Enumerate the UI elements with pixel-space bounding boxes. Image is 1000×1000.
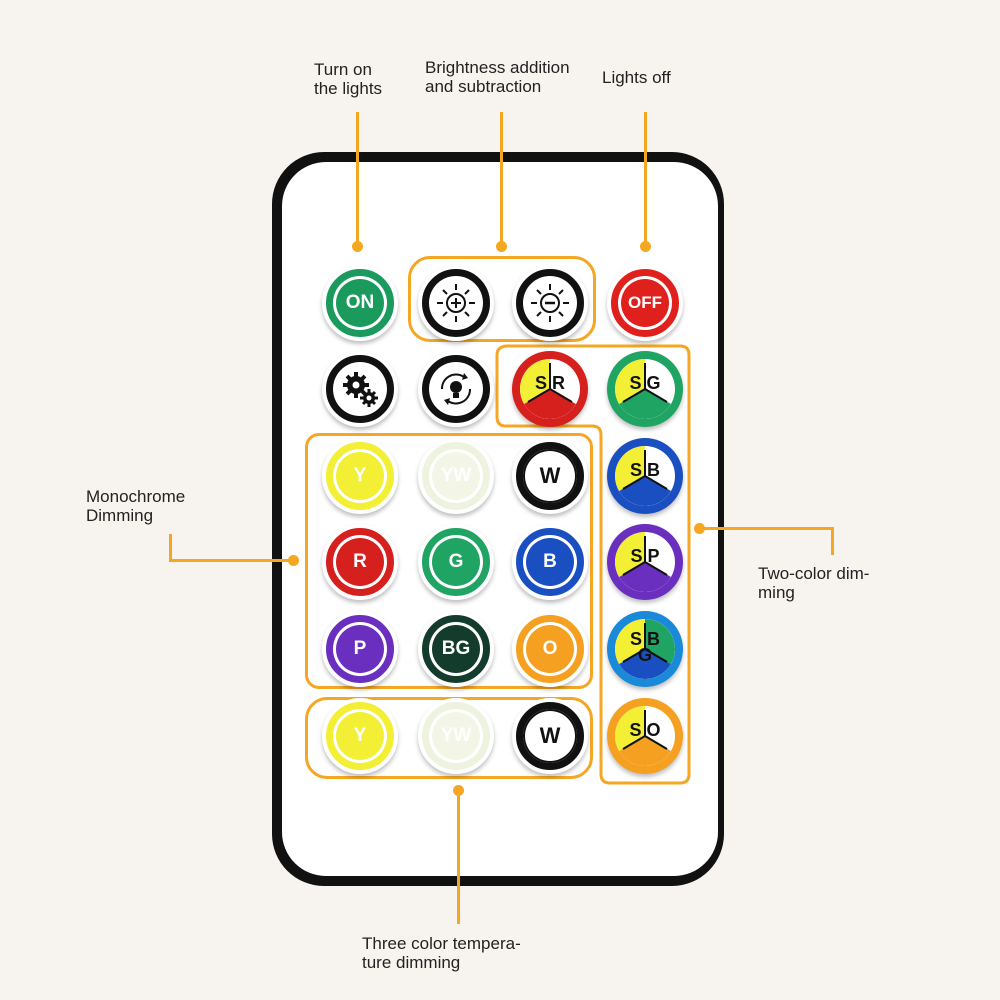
warm-white-temp-button-label: YW bbox=[440, 725, 472, 746]
sg-g-label: G bbox=[646, 372, 661, 393]
three-color-callout-line bbox=[457, 792, 460, 924]
sun-plus-icon bbox=[429, 276, 483, 330]
sg-button[interactable]: S G bbox=[607, 351, 683, 427]
turn-on-label: Turn on the lights bbox=[314, 60, 383, 98]
three-color-label: Three color tempera- ture dimming bbox=[362, 934, 521, 972]
sb-button[interactable]: S B bbox=[607, 438, 683, 514]
sg-s-label: S bbox=[629, 372, 642, 393]
off-button[interactable]: OFF bbox=[607, 265, 683, 341]
brightness-down-button[interactable] bbox=[512, 265, 588, 341]
yellow-button-label: Y bbox=[353, 465, 367, 486]
mode-button[interactable] bbox=[418, 351, 494, 427]
sr-button[interactable]: S R bbox=[512, 351, 588, 427]
blue-green-button[interactable]: BG bbox=[418, 611, 494, 687]
so-o-label: O bbox=[646, 719, 661, 740]
yellow-temp-button[interactable]: Y bbox=[322, 698, 398, 774]
brightness-up-button[interactable] bbox=[418, 265, 494, 341]
warm-white-temp-button[interactable]: YW bbox=[418, 698, 494, 774]
warm-white-button-label: YW bbox=[440, 465, 472, 486]
blue-button[interactable]: B bbox=[512, 524, 588, 600]
lights-off-callout-dot bbox=[640, 241, 651, 252]
two-color-callout-dot bbox=[694, 523, 705, 534]
purple-button[interactable]: P bbox=[322, 611, 398, 687]
monochrome-callout-hline bbox=[169, 559, 295, 562]
two-color-callout-vline bbox=[831, 527, 834, 555]
two-color-callout-hline bbox=[700, 527, 834, 530]
sb-b-label: B bbox=[647, 459, 661, 480]
orange-button-label: O bbox=[542, 638, 558, 659]
monochrome-label: Monochrome Dimming bbox=[86, 487, 186, 525]
sbg-g-label: G bbox=[637, 645, 652, 665]
brightness-callout-line bbox=[500, 112, 503, 244]
two-color-label: Two-color dim- ming bbox=[758, 564, 870, 602]
green-button-label: G bbox=[448, 551, 464, 572]
on-button[interactable]: ON bbox=[322, 265, 398, 341]
white-temp-button[interactable]: W bbox=[512, 698, 588, 774]
blue-button-label: B bbox=[543, 551, 557, 572]
sb-s-label: S bbox=[629, 459, 642, 480]
bulb-cycle-icon bbox=[429, 362, 483, 416]
so-button[interactable]: S O bbox=[607, 698, 683, 774]
yellow-temp-button-label: Y bbox=[353, 725, 367, 746]
orange-button[interactable]: O bbox=[512, 611, 588, 687]
monochrome-callout-vline bbox=[169, 534, 172, 562]
brightness-label: Brightness addition and subtraction bbox=[425, 58, 570, 96]
on-button-label: ON bbox=[345, 292, 375, 313]
three-color-callout-dot bbox=[453, 785, 464, 796]
sp-p-label: P bbox=[647, 545, 660, 566]
yellow-button[interactable]: Y bbox=[322, 438, 398, 514]
off-button-label: OFF bbox=[628, 293, 662, 312]
so-s-label: S bbox=[629, 719, 642, 740]
lights-off-label: Lights off bbox=[602, 68, 671, 87]
white-temp-button-label: W bbox=[539, 723, 561, 748]
monochrome-callout-dot bbox=[288, 555, 299, 566]
sp-s-label: S bbox=[630, 545, 643, 566]
white-button-label: W bbox=[539, 463, 561, 488]
turn-on-callout-dot bbox=[352, 241, 363, 252]
green-button[interactable]: G bbox=[418, 524, 494, 600]
brightness-callout-dot bbox=[496, 241, 507, 252]
blue-green-button-label: BG bbox=[441, 638, 471, 659]
sun-minus-icon bbox=[523, 276, 577, 330]
turn-on-callout-line bbox=[356, 112, 359, 244]
warm-white-button[interactable]: YW bbox=[418, 438, 494, 514]
sr-r-label: R bbox=[552, 372, 566, 393]
red-button-label: R bbox=[353, 551, 367, 572]
lights-off-callout-line bbox=[644, 112, 647, 244]
sr-s-label: S bbox=[534, 372, 547, 393]
red-button[interactable]: R bbox=[322, 524, 398, 600]
purple-button-label: P bbox=[353, 638, 367, 659]
white-button[interactable]: W bbox=[512, 438, 588, 514]
settings-button[interactable] bbox=[322, 351, 398, 427]
sp-button[interactable]: S P bbox=[607, 524, 683, 600]
gears-icon bbox=[333, 362, 387, 416]
